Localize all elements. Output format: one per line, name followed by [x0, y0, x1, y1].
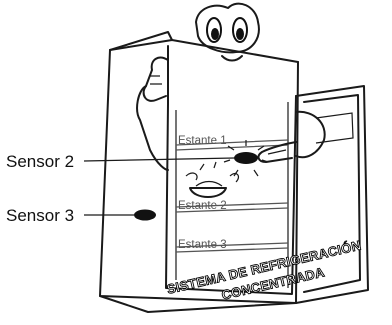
- sensor-2-marker: [223, 140, 269, 177]
- shelves: [175, 139, 289, 253]
- sensor-2-label: Sensor 2: [6, 152, 74, 171]
- character-right-arm: [257, 110, 326, 163]
- sensor-3-label: Sensor 3: [6, 206, 74, 225]
- character-face: [195, 2, 260, 62]
- shelf-2-label: Estante 2: [178, 200, 227, 212]
- shelf-1-label: Estante 1: [178, 135, 227, 147]
- food-bowl: [185, 161, 240, 198]
- refrigerator-door: [295, 85, 369, 304]
- shelf-3-label: Estante 3: [178, 239, 227, 251]
- refrigerator-cabinet: [99, 31, 299, 313]
- sensor-3-marker: [134, 209, 156, 221]
- sensor-2-leader: [83, 157, 235, 162]
- character-left-arm: [136, 56, 169, 171]
